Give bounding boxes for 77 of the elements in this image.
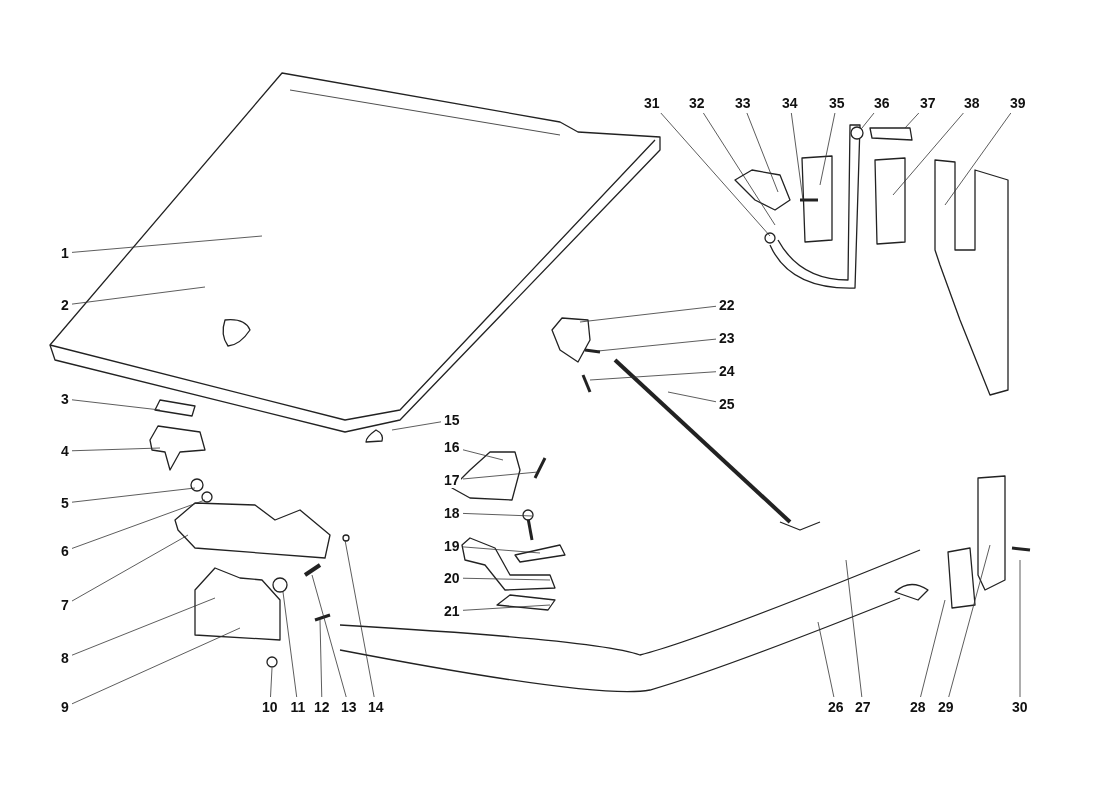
leader-line	[660, 112, 771, 237]
leader-line	[71, 534, 189, 602]
leader-line	[948, 544, 991, 698]
callout-number: 22	[718, 297, 736, 313]
leader-line	[579, 305, 717, 323]
leader-line	[904, 112, 920, 129]
callout-number: 15	[443, 412, 461, 428]
callout-number: 4	[60, 443, 70, 459]
callout-number: 3	[60, 391, 70, 407]
callout-number: 14	[367, 699, 385, 715]
callout-number: 25	[718, 396, 736, 412]
leader-line	[319, 619, 323, 698]
callout-number: 34	[781, 95, 799, 111]
leader-line	[282, 591, 298, 698]
leader-line	[920, 599, 946, 698]
callout-number: 19	[443, 538, 461, 554]
leader-line	[845, 559, 863, 698]
callout-number: 17	[443, 472, 461, 488]
callout-number: 27	[854, 699, 872, 715]
callout-number: 38	[963, 95, 981, 111]
callout-number: 28	[909, 699, 927, 715]
callout-number: 8	[60, 650, 70, 666]
leader-line	[71, 499, 206, 549]
leader-line	[944, 112, 1012, 206]
leader-line	[462, 604, 551, 611]
callout-number: 2	[60, 297, 70, 313]
leader-line	[71, 235, 263, 253]
callout-number: 10	[261, 699, 279, 715]
callout-number: 1	[60, 245, 70, 261]
leader-line	[817, 621, 835, 698]
callout-number: 23	[718, 330, 736, 346]
leader-line	[462, 471, 539, 480]
leader-line	[746, 112, 779, 193]
callout-number: 32	[688, 95, 706, 111]
leader-line	[71, 487, 196, 503]
callout-number: 35	[828, 95, 846, 111]
callout-number: 21	[443, 603, 461, 619]
leader-line	[462, 449, 504, 461]
callout-number: 12	[313, 699, 331, 715]
leader-line	[71, 286, 206, 305]
callout-number: 7	[60, 597, 70, 613]
callout-number: 30	[1011, 699, 1029, 715]
leader-line	[462, 577, 551, 581]
callout-number: 37	[919, 95, 937, 111]
callout-number: 24	[718, 363, 736, 379]
callout-number: 29	[937, 699, 955, 715]
callout-number: 9	[60, 699, 70, 715]
leader-line	[703, 112, 776, 226]
leader-line	[1019, 559, 1021, 698]
callout-number: 5	[60, 495, 70, 511]
leader-line	[861, 112, 875, 129]
leader-line	[71, 399, 161, 411]
leader-line	[391, 421, 442, 431]
leader-line	[667, 391, 717, 403]
callout-number: 36	[873, 95, 891, 111]
leader-line	[462, 513, 533, 517]
callout-number: 16	[443, 439, 461, 455]
leader-line	[597, 338, 717, 352]
callout-number: 26	[827, 699, 845, 715]
callout-number: 6	[60, 543, 70, 559]
leader-line	[589, 371, 717, 381]
callout-number: 20	[443, 570, 461, 586]
leader-line	[71, 447, 161, 452]
leader-line	[311, 574, 347, 698]
callout-number: 13	[340, 699, 358, 715]
callout-number: 31	[643, 95, 661, 111]
callout-number: 33	[734, 95, 752, 111]
leader-line	[819, 112, 836, 186]
leader-line	[71, 627, 241, 705]
leader-line	[71, 597, 216, 656]
callout-number: 18	[443, 505, 461, 521]
leader-line	[892, 112, 964, 196]
leader-line	[790, 112, 804, 201]
callout-number: 11	[289, 699, 307, 715]
leader-line	[344, 539, 375, 698]
leader-line	[270, 667, 273, 698]
callout-number: 39	[1009, 95, 1027, 111]
